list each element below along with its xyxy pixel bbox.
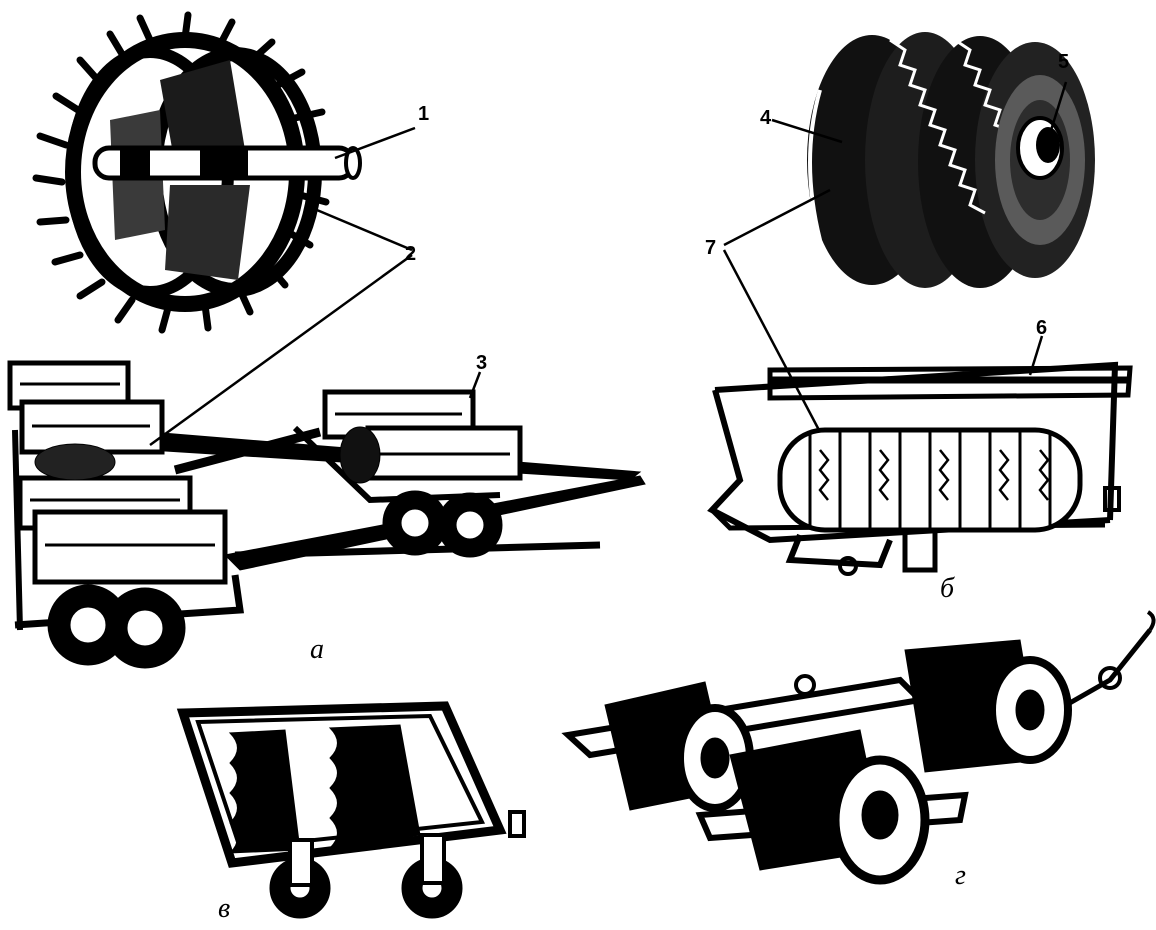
leader-line-5 — [1046, 81, 1068, 141]
leader-line-4 — [771, 118, 843, 144]
panel-label-a: а — [310, 634, 324, 665]
leader-lines — [149, 81, 1068, 447]
panel-label-b: б — [940, 573, 955, 604]
leader-line-7b — [722, 249, 822, 433]
callout-3: 3 — [476, 352, 488, 374]
three-drum-roller-illustration — [561, 610, 1156, 885]
callout-6: 6 — [1036, 317, 1048, 339]
leader-line-3 — [468, 371, 482, 399]
panel-label-g: г — [955, 860, 966, 891]
panel-label-v: в — [218, 893, 231, 924]
leader-line-1 — [334, 126, 416, 160]
leader-line-2b — [149, 253, 413, 447]
callout-7: 7 — [705, 237, 717, 259]
ribbed-disc-roller-illustration — [807, 32, 1095, 288]
callout-1: 1 — [418, 103, 430, 125]
leader-line-7a — [723, 188, 831, 247]
framed-disc-roller-illustration — [707, 361, 1133, 576]
callout-4: 4 — [760, 107, 772, 129]
leader-line-6 — [1028, 335, 1044, 376]
gang-roller-frame-illustration — [7, 360, 646, 669]
toothed-roller-frame-illustration — [176, 701, 526, 919]
callout-2: 2 — [405, 243, 417, 265]
leader-line-2a — [304, 203, 413, 252]
spiked-wheel-illustration — [32, 11, 362, 334]
callout-5: 5 — [1058, 51, 1070, 73]
